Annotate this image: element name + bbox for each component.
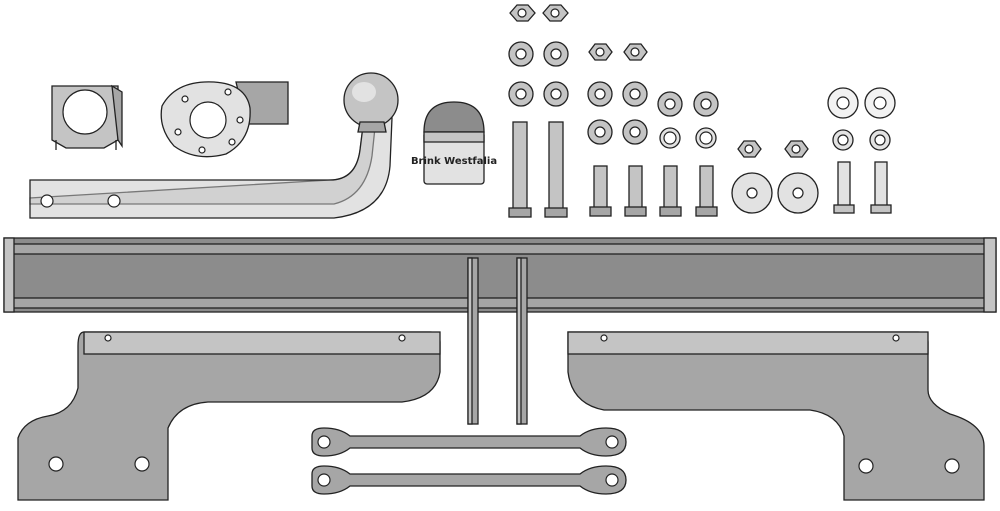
short-bolts — [589, 165, 718, 217]
nuts-column-b — [588, 43, 648, 61]
long-bolts — [508, 121, 568, 218]
center-brackets — [467, 257, 528, 425]
tie-rod-lower — [311, 465, 627, 495]
ball-cover: Brink Westfalia — [411, 101, 497, 185]
crossbar — [3, 237, 997, 313]
short-bolts-right — [833, 161, 892, 214]
washers-column-d — [827, 87, 896, 151]
left-side-bracket — [17, 331, 441, 501]
socket-plate — [160, 81, 289, 158]
ball-cover-label: Brink Westfalia — [411, 156, 497, 167]
washers-column-b — [587, 81, 719, 145]
socket-bracket — [51, 84, 123, 150]
right-side-bracket — [567, 331, 985, 501]
nuts-column-c — [737, 140, 809, 158]
washers-column-a — [508, 41, 569, 107]
tie-rod-upper — [311, 427, 627, 457]
spring-washers — [659, 127, 717, 149]
tow-ball-neck — [29, 72, 399, 219]
nuts-top-row — [509, 4, 569, 22]
large-washers — [731, 172, 819, 214]
